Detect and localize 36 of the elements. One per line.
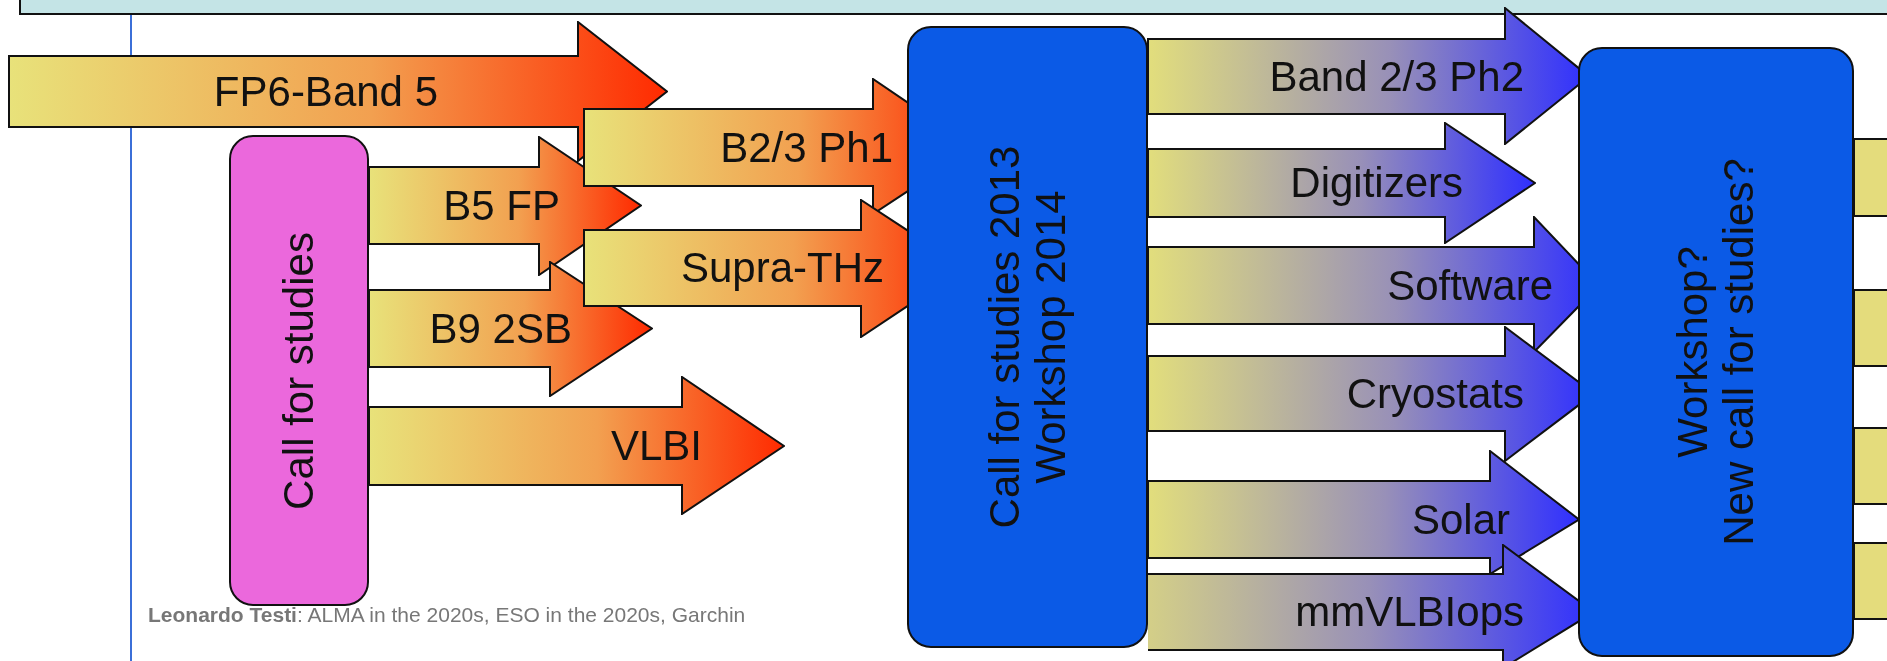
box-label: Call for studies 2013 (981, 145, 1028, 529)
box-label: New call for studies? (1716, 158, 1763, 546)
banner-label: Supra-THz (680, 247, 884, 289)
pointed-banner (1147, 7, 1579, 145)
bar-shape (1853, 138, 1887, 217)
footer-note: Leonardo Testi: ALMA in the 2020s, ESO in the 2020s, Garchin (148, 603, 746, 627)
banner-label: Software (1387, 264, 1553, 307)
pointed-banner (1148, 544, 1579, 661)
pointed-banner (1147, 122, 1536, 244)
banner-label: Band 2/3 Ph2 (1269, 55, 1524, 98)
bar-shape (1853, 427, 1887, 505)
box-label: Workshop? (1669, 245, 1716, 460)
pointed-banner (8, 21, 668, 162)
box-label: Workshop 2014 (1027, 189, 1074, 486)
pointed-banner (368, 136, 642, 276)
banner-label: FP6-Band 5 (213, 70, 438, 113)
rounded-box (229, 135, 369, 606)
banner-label: VLBI (610, 425, 702, 467)
bar-shape (1853, 542, 1887, 620)
banner-label: B9 2SB (429, 307, 572, 350)
rounded-box (1578, 47, 1854, 657)
pointed-banner (583, 199, 908, 338)
pointed-banner (1147, 216, 1579, 353)
banner-label: Cryostats (1346, 372, 1524, 415)
pointed-banner (368, 261, 653, 397)
banner-label: B2/3 Ph1 (720, 126, 893, 169)
pointed-banner (1147, 326, 1579, 462)
banner-label: mmVLBIops (1295, 591, 1524, 633)
rounded-box (907, 26, 1148, 648)
banner-label: Digitizers (1290, 162, 1463, 204)
banner-label: B5 FP (443, 184, 560, 227)
box-label: Call for studies (275, 231, 323, 510)
pointed-banner (368, 376, 785, 515)
bar-shape (1853, 289, 1887, 367)
banner-label: Solar (1411, 498, 1510, 541)
pointed-banner (1147, 450, 1579, 575)
